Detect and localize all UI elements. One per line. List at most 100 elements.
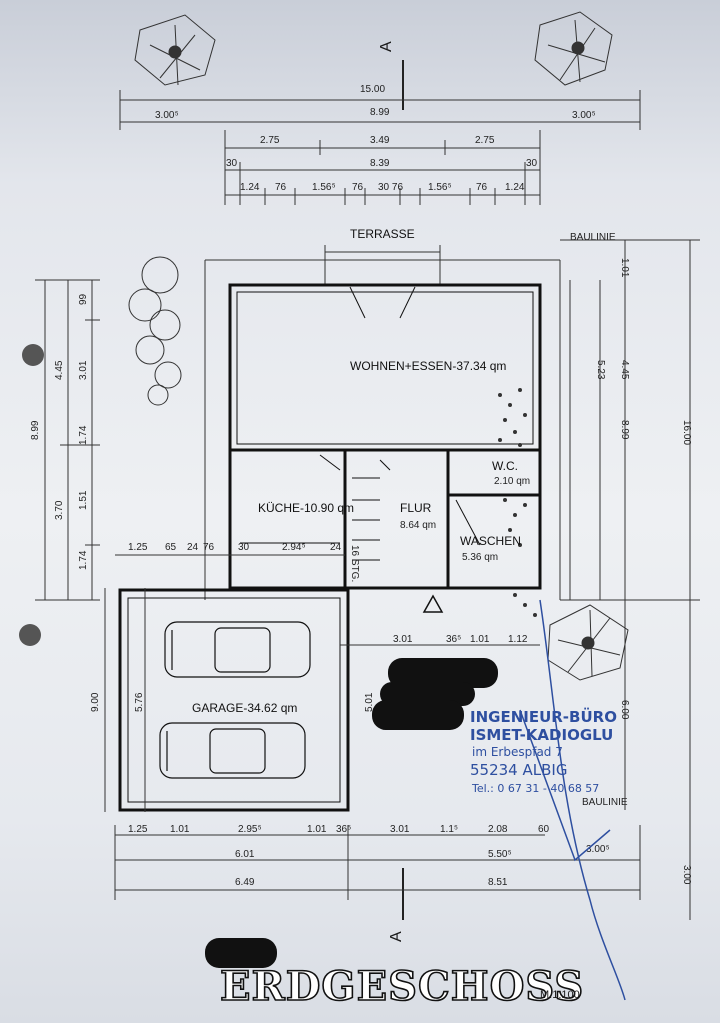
svg-text:4.45: 4.45 bbox=[54, 360, 65, 380]
hedge-icon bbox=[128, 256, 182, 406]
tree-icon bbox=[534, 11, 613, 86]
svg-text:36⁵: 36⁵ bbox=[446, 634, 461, 645]
svg-text:1.01: 1.01 bbox=[619, 258, 630, 278]
svg-text:3.01: 3.01 bbox=[390, 824, 410, 835]
svg-text:A: A bbox=[378, 41, 395, 52]
svg-text:Tel.: 0 67 31 - 40 68 57: Tel.: 0 67 31 - 40 68 57 bbox=[471, 782, 599, 795]
scale-label: M.1:100 bbox=[540, 989, 580, 1001]
svg-text:1.25: 1.25 bbox=[128, 542, 148, 553]
svg-text:6.01: 6.01 bbox=[235, 849, 255, 860]
svg-text:A: A bbox=[388, 931, 405, 942]
wc-label: W.C. bbox=[492, 459, 518, 473]
kitchen-label: KÜCHE-10.90 qm bbox=[258, 501, 354, 515]
svg-text:15.00: 15.00 bbox=[360, 84, 385, 95]
svg-text:im Erbespfad 7: im Erbespfad 7 bbox=[472, 745, 563, 759]
redaction bbox=[205, 658, 498, 968]
svg-text:3.49: 3.49 bbox=[370, 135, 390, 146]
car-icon bbox=[164, 621, 311, 678]
svg-text:30: 30 bbox=[238, 542, 250, 553]
garage-label: GARAGE-34.62 qm bbox=[192, 701, 297, 715]
hall-label: FLUR bbox=[400, 501, 432, 515]
tree-icon bbox=[547, 604, 629, 681]
svg-text:8.64 qm: 8.64 qm bbox=[400, 520, 436, 531]
svg-text:2.10 qm: 2.10 qm bbox=[494, 476, 530, 487]
svg-text:5.23: 5.23 bbox=[595, 360, 606, 380]
punch-hole bbox=[22, 344, 44, 366]
svg-text:30: 30 bbox=[526, 158, 538, 169]
svg-text:24: 24 bbox=[187, 542, 199, 553]
svg-text:BAULINIE: BAULINIE bbox=[570, 232, 616, 243]
laundry-label: WASCHEN bbox=[460, 534, 521, 548]
svg-text:2.75: 2.75 bbox=[475, 135, 495, 146]
bottom-dimension-lines bbox=[114, 825, 641, 900]
left-dimension-lines bbox=[35, 279, 146, 812]
svg-text:5.50⁵: 5.50⁵ bbox=[488, 849, 512, 860]
svg-text:3.00: 3.00 bbox=[681, 865, 692, 885]
terrace-outline bbox=[204, 245, 561, 600]
svg-text:5.76: 5.76 bbox=[134, 692, 145, 712]
svg-text:36⁵: 36⁵ bbox=[336, 824, 351, 835]
svg-text:8.51: 8.51 bbox=[488, 877, 508, 888]
svg-text:76: 76 bbox=[203, 542, 215, 553]
right-dimension-lines bbox=[560, 239, 700, 920]
entrance-marker bbox=[422, 594, 444, 613]
svg-text:1.24: 1.24 bbox=[240, 182, 260, 193]
svg-text:16 STG.: 16 STG. bbox=[349, 545, 360, 582]
svg-text:1.56⁵: 1.56⁵ bbox=[312, 182, 336, 193]
svg-text:1.56⁵: 1.56⁵ bbox=[428, 182, 452, 193]
svg-text:3.01: 3.01 bbox=[78, 360, 89, 380]
svg-text:5.01: 5.01 bbox=[364, 692, 375, 712]
svg-text:1.01: 1.01 bbox=[470, 634, 490, 645]
office-stamp: INGENIEUR-BÜRO ISMET-KADIOGLU im Erbespf… bbox=[470, 599, 626, 1001]
svg-text:3.00⁵: 3.00⁵ bbox=[155, 110, 179, 121]
svg-text:99: 99 bbox=[78, 293, 89, 305]
svg-text:9.00: 9.00 bbox=[90, 692, 101, 712]
svg-text:2.75: 2.75 bbox=[260, 135, 280, 146]
svg-text:8.99: 8.99 bbox=[370, 107, 390, 118]
svg-text:8.99: 8.99 bbox=[30, 420, 41, 440]
svg-text:5.36 qm: 5.36 qm bbox=[462, 552, 498, 563]
svg-text:8.39: 8.39 bbox=[370, 158, 390, 169]
svg-text:1.1⁵: 1.1⁵ bbox=[440, 824, 458, 835]
svg-text:3.00⁵: 3.00⁵ bbox=[586, 844, 610, 855]
car-icon bbox=[159, 722, 306, 779]
svg-text:6.00: 6.00 bbox=[619, 700, 630, 720]
svg-text:76: 76 bbox=[275, 182, 287, 193]
garage-walls bbox=[118, 588, 350, 812]
svg-text:30: 30 bbox=[226, 158, 238, 169]
svg-text:60: 60 bbox=[538, 824, 550, 835]
svg-text:1.74: 1.74 bbox=[78, 425, 89, 445]
svg-text:55234 ALBIG: 55234 ALBIG bbox=[470, 761, 567, 779]
svg-text:1.12: 1.12 bbox=[508, 634, 528, 645]
svg-text:30 76: 30 76 bbox=[378, 182, 403, 193]
tree-icon bbox=[134, 14, 216, 86]
terrace-label: TERRASSE bbox=[350, 227, 415, 241]
svg-text:76: 76 bbox=[476, 182, 488, 193]
svg-text:INGENIEUR-BÜRO: INGENIEUR-BÜRO bbox=[470, 707, 617, 726]
svg-text:6.49: 6.49 bbox=[235, 877, 255, 888]
punch-hole bbox=[19, 624, 41, 646]
section-marker: A A bbox=[378, 41, 405, 942]
svg-text:1.25: 1.25 bbox=[128, 824, 148, 835]
svg-text:3.70: 3.70 bbox=[54, 500, 65, 520]
page-title: ERDGESCHOSS bbox=[220, 963, 584, 1010]
svg-text:1.01: 1.01 bbox=[170, 824, 190, 835]
svg-text:76: 76 bbox=[352, 182, 364, 193]
svg-text:BAULINIE: BAULINIE bbox=[582, 797, 628, 808]
svg-text:8.99: 8.99 bbox=[619, 420, 630, 440]
svg-text:4.45: 4.45 bbox=[619, 360, 630, 380]
svg-text:2.95⁵: 2.95⁵ bbox=[238, 824, 262, 835]
house-walls bbox=[228, 283, 542, 590]
svg-text:16.00: 16.00 bbox=[681, 420, 692, 445]
interior-details bbox=[236, 286, 534, 561]
svg-text:ISMET-KADIOGLU: ISMET-KADIOGLU bbox=[470, 726, 613, 744]
svg-text:1.51: 1.51 bbox=[78, 490, 89, 510]
svg-text:1.24: 1.24 bbox=[505, 182, 525, 193]
svg-text:1.01: 1.01 bbox=[307, 824, 327, 835]
svg-text:3.00⁵: 3.00⁵ bbox=[572, 110, 596, 121]
svg-text:1.74: 1.74 bbox=[78, 550, 89, 570]
svg-text:65: 65 bbox=[165, 542, 177, 553]
svg-text:2.94⁵: 2.94⁵ bbox=[282, 542, 306, 553]
living-room-label: WOHNEN+ESSEN-37.34 qm bbox=[350, 359, 506, 373]
